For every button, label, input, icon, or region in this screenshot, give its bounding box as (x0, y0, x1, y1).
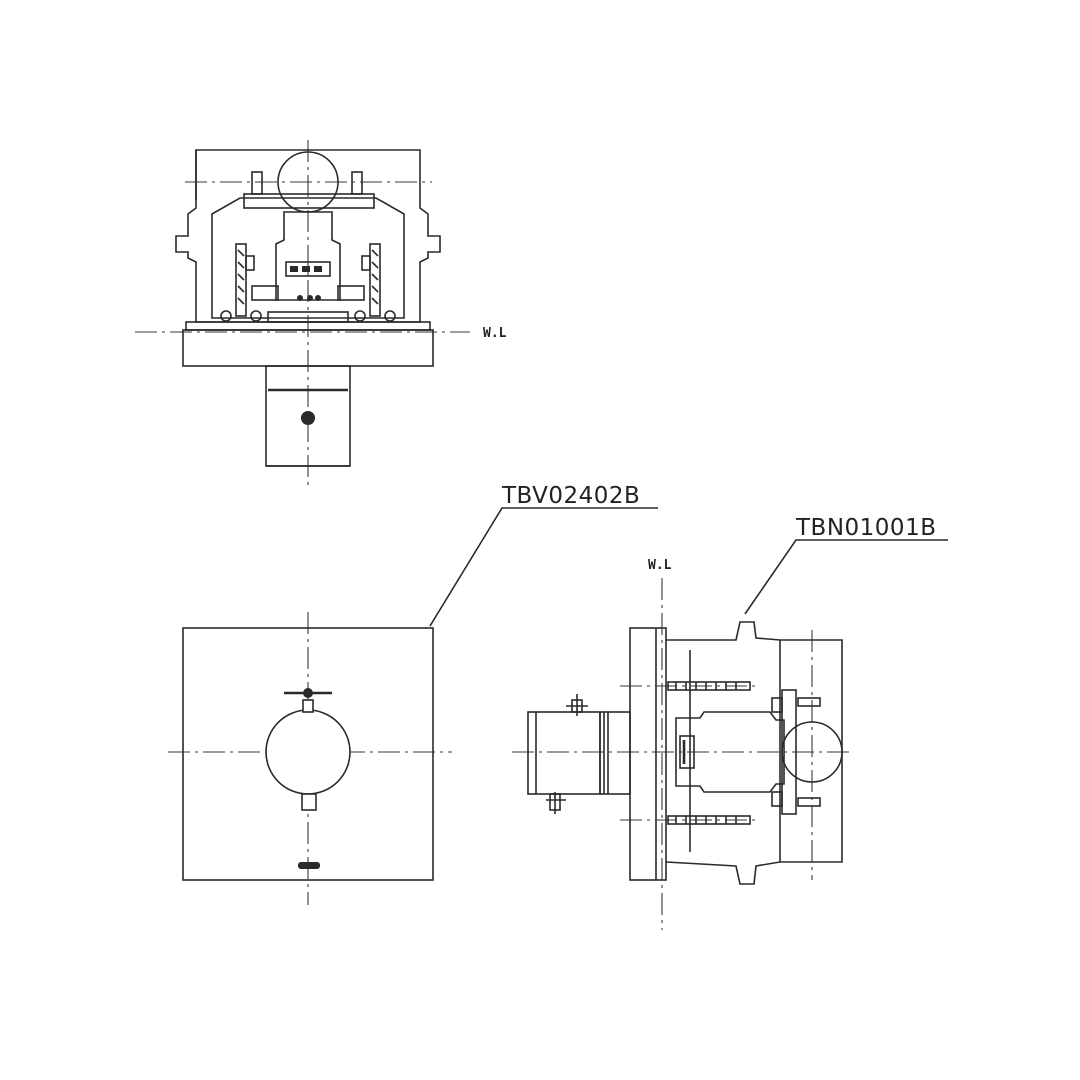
side-rod-left (235, 243, 247, 317)
side-rod-right (369, 243, 381, 317)
label-tbv02402b: TBV02402B (501, 483, 640, 509)
wl-label-top: W.L (483, 326, 507, 341)
handle-screw (301, 411, 315, 425)
side-bolt-bottom (667, 815, 751, 825)
bottom-stem (301, 793, 317, 811)
front-view (168, 612, 452, 905)
dial-circle (265, 709, 351, 795)
top-view (135, 140, 470, 490)
side-cartridge (675, 711, 785, 793)
top-view-cavity (211, 197, 405, 319)
side-view-flange (629, 627, 667, 881)
side-view (512, 578, 852, 930)
label-tbn01001b: TBN01001B (795, 515, 936, 541)
side-ball (781, 721, 843, 783)
side-view-body (665, 621, 843, 885)
leader-tbn (744, 539, 948, 615)
side-handle (527, 711, 601, 795)
leader-tbv (429, 507, 658, 627)
bottom-slot (298, 862, 320, 869)
side-bolt-top (667, 681, 751, 691)
wl-label-side: W.L (648, 558, 672, 573)
top-bolt-right (351, 171, 363, 195)
cover-plate (182, 627, 434, 881)
top-bolt-left (251, 171, 263, 195)
